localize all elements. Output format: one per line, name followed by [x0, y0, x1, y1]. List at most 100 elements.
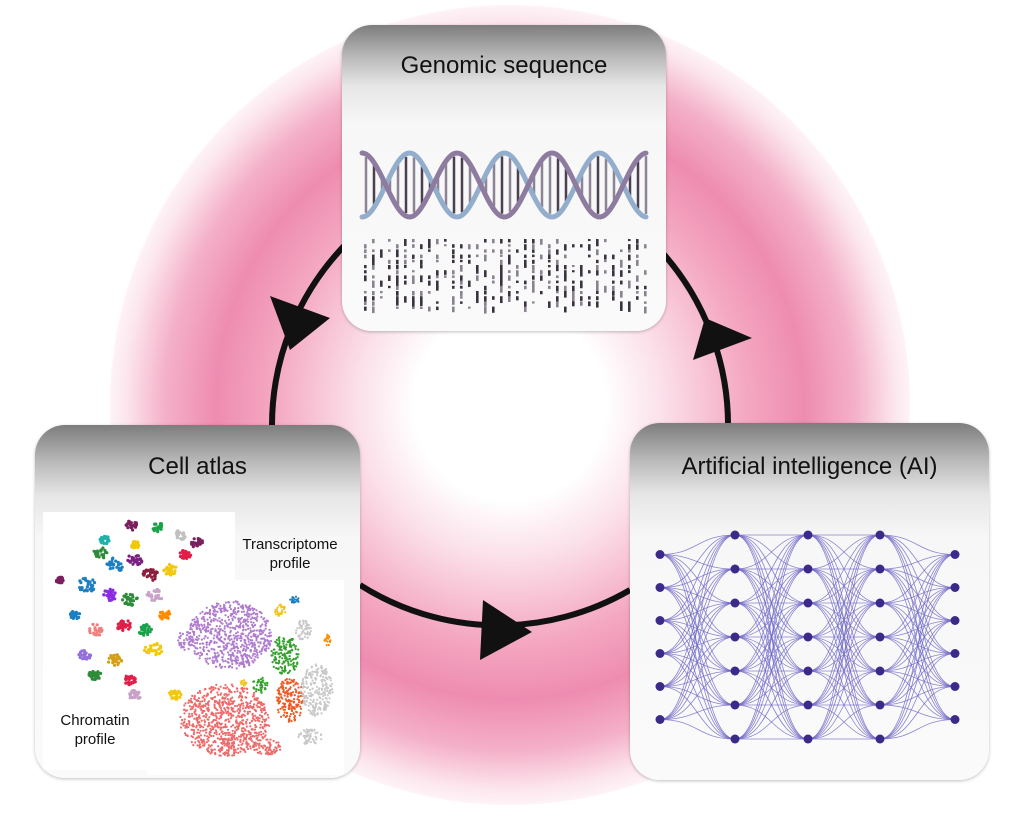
sequence-bar: [436, 254, 439, 259]
transcriptome-point: [222, 645, 225, 648]
artificial-intelligence-card: Artificial intelligence (AI): [630, 423, 989, 780]
chromatin-point: [78, 579, 82, 583]
transcriptome-point: [248, 664, 251, 667]
transcriptome-point: [294, 645, 297, 648]
transcriptome-point: [278, 656, 281, 659]
network-edge: [807, 534, 881, 740]
transcriptome-point: [285, 690, 289, 693]
sequence-bar: [628, 301, 631, 307]
transcriptome-point: [199, 724, 202, 727]
transcriptome-point: [188, 705, 191, 708]
chromatin-point: [90, 586, 94, 590]
transcriptome-point: [266, 639, 269, 642]
transcriptome-point: [262, 703, 266, 706]
transcriptome-point: [249, 650, 252, 653]
transcriptome-point: [236, 638, 239, 642]
transcriptome-point: [291, 637, 294, 641]
chromatin-point: [132, 689, 137, 693]
sequence-bar: [516, 270, 519, 277]
transcriptome-point: [246, 710, 249, 713]
transcriptome-point: [313, 710, 316, 713]
transcriptome-point: [234, 751, 238, 754]
transcriptome-point: [247, 605, 250, 608]
transcriptome-point: [291, 679, 294, 682]
chromatin-point: [108, 567, 112, 571]
network-edge: [879, 554, 956, 604]
chromatin-point: [145, 630, 150, 634]
chromatin-point: [149, 644, 153, 648]
transcriptome-point: [227, 745, 230, 748]
transcriptome-point: [255, 619, 259, 622]
transcriptome-point: [255, 629, 258, 632]
transcriptome-point: [248, 615, 251, 618]
transcriptome-point: [240, 610, 243, 613]
sequence-bar: [396, 275, 399, 282]
chromatin-point: [137, 690, 141, 694]
transcriptome-point: [275, 638, 278, 641]
transcriptome-point: [218, 607, 221, 610]
transcriptome-point: [236, 690, 239, 693]
transcriptome-point: [179, 715, 182, 719]
chromatin-point: [146, 627, 150, 631]
transcriptome-point: [218, 705, 221, 708]
transcriptome-point: [281, 669, 284, 672]
sequence-bar: [372, 259, 375, 267]
sequence-bar: [452, 275, 455, 278]
transcriptome-point: [263, 644, 266, 647]
transcriptome-point: [190, 741, 193, 744]
chromatin-point: [127, 596, 131, 601]
transcriptome-point: [320, 688, 324, 691]
network-edge: [879, 554, 956, 638]
transcriptome-point: [191, 714, 194, 718]
transcriptome-point: [311, 704, 314, 707]
transcriptome-point: [193, 652, 196, 655]
transcriptome-point: [205, 741, 208, 744]
transcriptome-point: [243, 732, 246, 735]
transcriptome-point: [245, 648, 248, 651]
chromatin-point: [115, 565, 119, 569]
chromatin-point: [169, 690, 173, 694]
transcriptome-point: [250, 700, 253, 703]
chromatin-point: [57, 581, 62, 585]
transcriptome-point: [198, 746, 201, 749]
transcriptome-point: [223, 608, 226, 611]
sequence-bar: [540, 239, 543, 245]
transcriptome-point: [233, 734, 236, 737]
transcriptome-point: [225, 624, 229, 627]
network-edge: [659, 534, 736, 654]
transcriptome-point: [220, 716, 223, 719]
transcriptome-point: [207, 662, 210, 665]
sequence-bar: [644, 244, 647, 249]
transcriptome-point: [277, 692, 280, 695]
transcriptome-point: [230, 747, 233, 750]
transcriptome-point: [324, 708, 327, 711]
transcriptome-point: [241, 632, 244, 635]
chromatin-point: [154, 522, 158, 526]
chromatin-point: [171, 572, 175, 576]
transcriptome-point: [190, 638, 193, 641]
transcriptome-point: [220, 735, 223, 738]
transcriptome-point: [229, 614, 232, 617]
transcriptome-point: [329, 679, 332, 682]
transcriptome-point: [198, 642, 202, 645]
sequence-bar: [572, 296, 575, 304]
chromatin-point: [155, 642, 159, 646]
chromatin-point: [107, 539, 111, 543]
sequence-bar: [436, 306, 439, 311]
transcriptome-point: [242, 620, 245, 623]
transcriptome-point: [313, 670, 316, 673]
transcriptome-point: [249, 642, 252, 645]
sequence-bar: [564, 291, 567, 298]
sequence-bar: [628, 239, 631, 242]
transcriptome-point: [261, 720, 264, 724]
chromatin-point: [165, 613, 169, 617]
chromatin-point: [109, 654, 113, 658]
sequence-bar: [372, 280, 375, 287]
sequence-bar: [628, 280, 631, 287]
transcriptome-point: [290, 645, 293, 648]
transcriptome-point: [229, 739, 232, 742]
transcriptome-point: [230, 742, 233, 745]
transcriptome-point: [252, 611, 256, 614]
transcriptome-point: [249, 639, 252, 642]
transcriptome-point: [298, 699, 301, 702]
